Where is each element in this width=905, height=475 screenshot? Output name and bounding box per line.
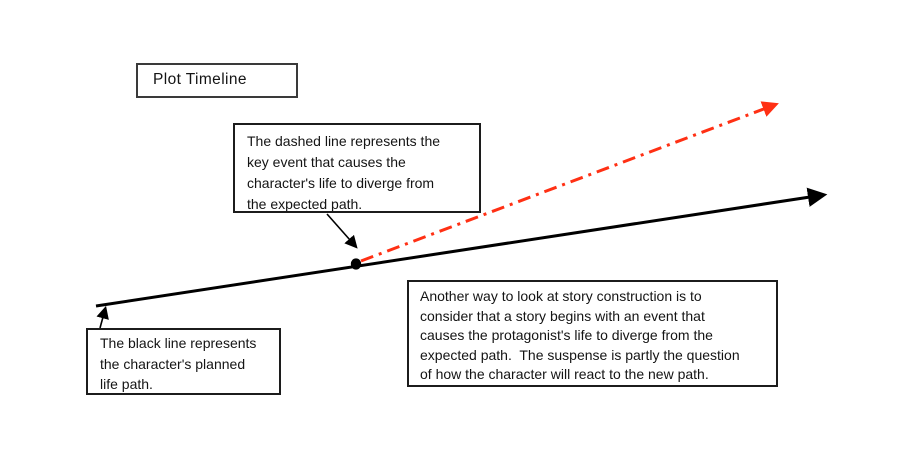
callout-pointer-to-planned-path [96,305,109,329]
divergent-path-line [360,101,779,263]
title-box: Plot Timeline [136,63,298,98]
callout-dashed-line-text: The dashed line represents the key event… [247,133,441,212]
planned-path-line [95,187,828,308]
story-construction-text: Another way to look at story constructio… [420,288,740,382]
title-label: Plot Timeline [153,71,247,88]
callout-pointer-to-event [326,213,358,249]
callout-dashed-line-box: The dashed line represents the key event… [233,123,481,213]
story-construction-box: Another way to look at story constructio… [407,280,778,387]
callout-black-line-box: The black line represents the character'… [86,328,281,395]
callout-black-line-text: The black line represents the character'… [100,335,257,392]
divergence-event-dot [350,258,362,270]
